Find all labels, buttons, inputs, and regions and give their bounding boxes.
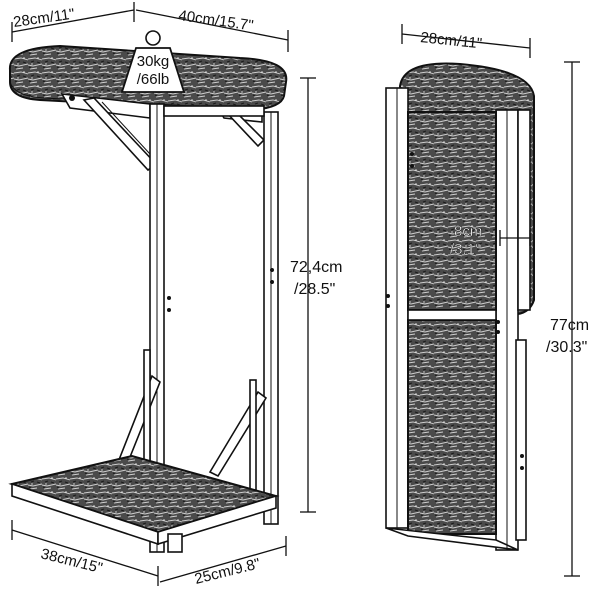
folded-frame bbox=[385, 87, 531, 551]
base-shelf bbox=[8, 454, 280, 553]
base-depth-label: 25cm/9.8" bbox=[193, 555, 262, 588]
folded-height-cm-label: 77cm bbox=[550, 317, 589, 334]
load-lb-label: /66lb bbox=[137, 71, 170, 88]
folded-table-view: 28cm/11" bbox=[385, 24, 589, 577]
weight-capacity-badge: 30kg /66lb bbox=[120, 30, 186, 93]
folded-height-in-label: /30.3" bbox=[546, 339, 587, 356]
load-kg-label: 30kg bbox=[137, 53, 170, 70]
folded-thickness-dimension: 8cm /3.1" bbox=[450, 223, 531, 258]
open-height-cm-label: 72,4cm bbox=[290, 259, 342, 276]
folded-width-dimension: 28cm/11" bbox=[401, 24, 531, 58]
top-depth-label: 28cm/11" bbox=[12, 6, 76, 31]
folded-height-dimension: 77cm /30.3" bbox=[546, 61, 589, 577]
left-bracket bbox=[60, 93, 158, 172]
open-height-in-label: /28.5" bbox=[294, 281, 335, 298]
folded-thickness-in-label: /3.1" bbox=[450, 241, 480, 258]
open-height-dimension: 72,4cm /28.5" bbox=[290, 77, 342, 513]
base-width-label: 38cm/15" bbox=[39, 545, 104, 577]
top-width-dimension: 40cm/15.7" bbox=[135, 7, 289, 52]
folded-thickness-cm-label: 8cm bbox=[454, 223, 482, 240]
vertical-frame bbox=[149, 103, 279, 553]
open-table-view: 28cm/11" 40cm/15.7" 30kg /66lb bbox=[8, 2, 342, 588]
top-width-label: 40cm/15.7" bbox=[177, 7, 254, 34]
top-depth-dimension: 28cm/11" bbox=[11, 2, 135, 42]
folded-width-label: 28cm/11" bbox=[420, 29, 483, 52]
